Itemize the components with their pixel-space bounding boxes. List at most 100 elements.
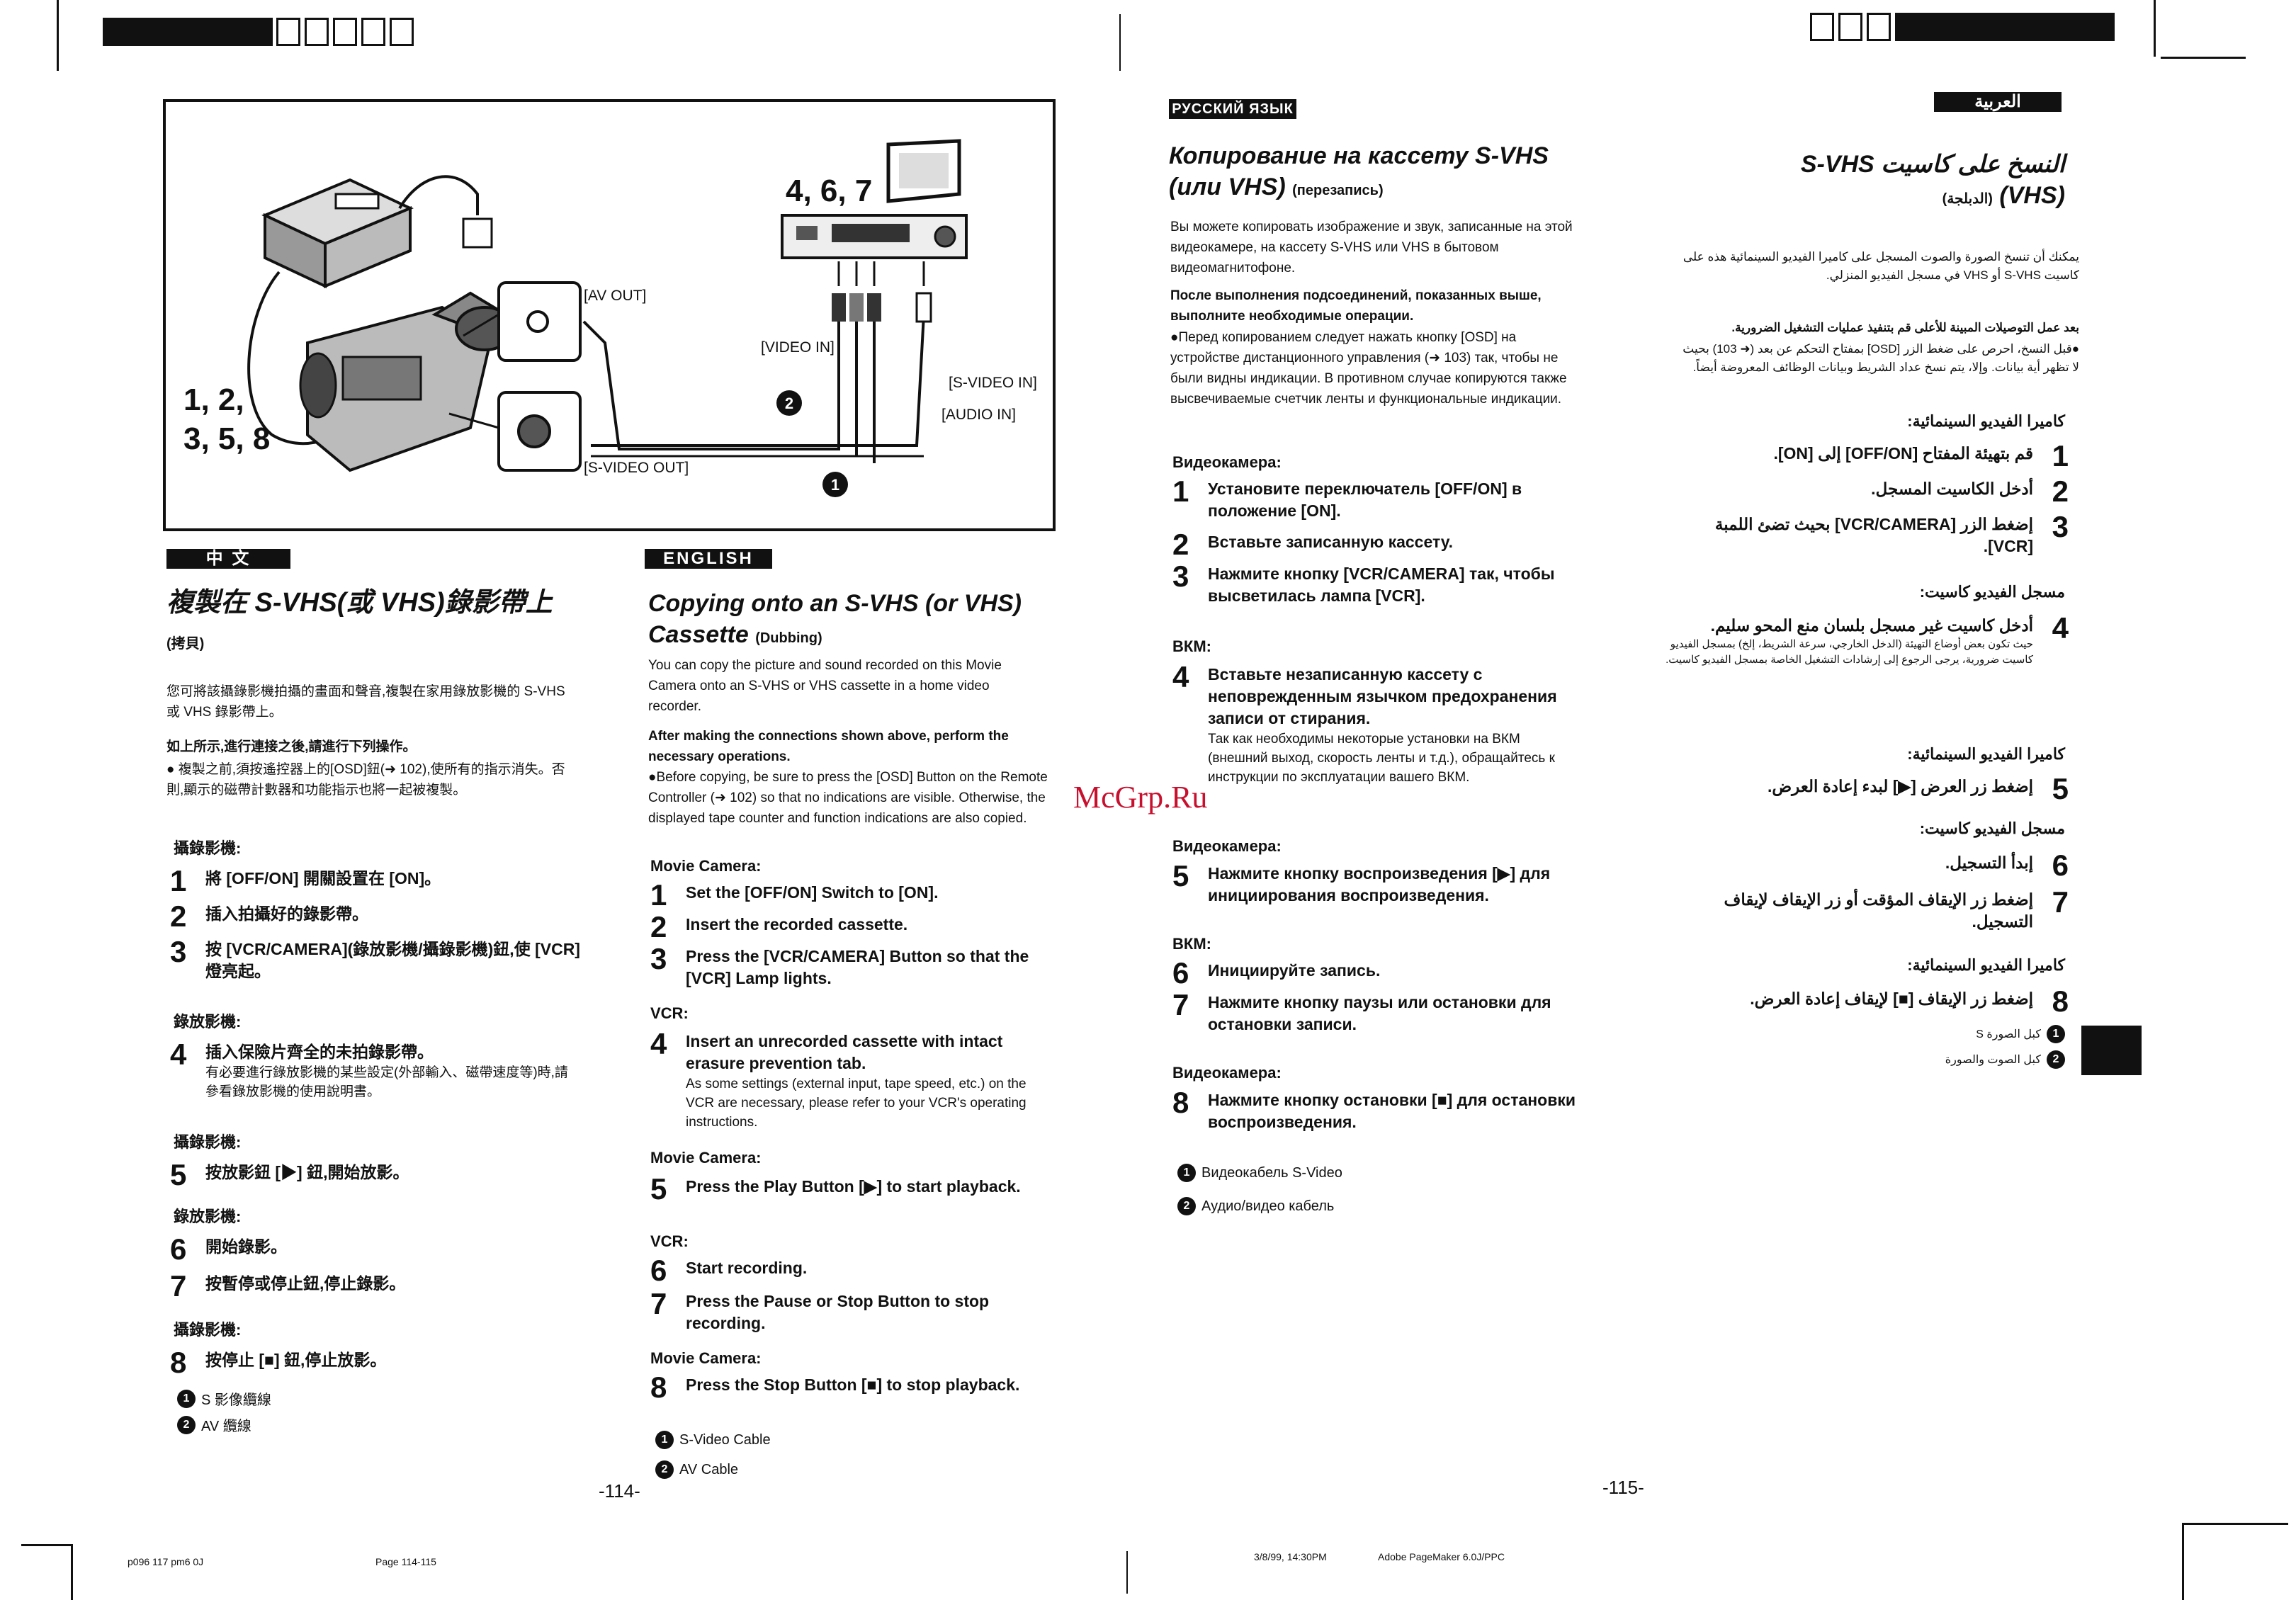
step-text: Инициируйте запись. xyxy=(1208,961,1381,980)
step-note: Так как необходимы некоторые установки н… xyxy=(1208,732,1555,785)
step-text: قم بتهيئة المفتاح [OFF/ON] إلى [ON]. xyxy=(1773,444,2033,463)
crop-mark xyxy=(2154,0,2156,57)
step-text: Вставьте незаписанную кассету с неповреж… xyxy=(1208,665,1557,727)
arabic-title-line-2: (VHS) xyxy=(1999,182,2065,209)
arabic-intro: يمكنك أن تنسخ الصورة والصوت المسجل على ك… xyxy=(1683,250,2079,282)
chinese-section-camera-2: 攝錄影機: xyxy=(174,1133,242,1151)
audio-in-label: [AUDIO IN] xyxy=(941,407,1017,423)
s-video-out-label: [S-VIDEO OUT] xyxy=(584,460,689,476)
step-number: 5 xyxy=(650,1172,667,1205)
footer-timestamp: 3/8/99, 14:30PM xyxy=(1254,1551,1327,1562)
fold-mark xyxy=(1119,14,1121,71)
chinese-language-tag: 中 文 xyxy=(166,549,290,569)
arabic-section-vcr-2: مسجل الفيديو كاسيت: xyxy=(1919,819,2065,837)
russian-bullet: ●Перед копированием следует нажать кнопк… xyxy=(1170,330,1567,407)
english-title-line-1: Copying onto an S-VHS (or VHS) xyxy=(648,590,1022,617)
side-index-tab xyxy=(2081,1026,2142,1075)
legend-text: Видеокабель S-Video xyxy=(1201,1164,1342,1181)
connection-diagram: 2 1 [AV OUT] [VIDEO IN] [S-VIDEO IN] [AU… xyxy=(163,99,1056,531)
chinese-section-camera: 攝錄影機: xyxy=(174,839,242,857)
arabic-legend-2: 2 كبل الصوت والصورة xyxy=(1877,1050,2065,1069)
step-text: Установите переключатель [OFF/ON] в поло… xyxy=(1208,480,1522,520)
number-1-icon: 1 xyxy=(655,1431,674,1449)
arabic-section-camera-2: كاميرا الفيديو السينمائية: xyxy=(1907,745,2065,763)
svg-text:2: 2 xyxy=(785,395,793,412)
fold-mark xyxy=(1126,1551,1128,1594)
russian-section-camera: Видеокамера: xyxy=(1172,453,1282,471)
legend-text: كبل الصورة S xyxy=(1976,1028,2041,1040)
russian-language-tag: РУССКИЙ ЯЗЫК xyxy=(1169,99,1296,119)
step-number: 2 xyxy=(650,910,667,943)
arabic-title: النسخ على كاسيت S-VHS (VHS) (الدبلجة) xyxy=(1651,149,2065,215)
english-section-vcr-2: VCR: xyxy=(650,1232,689,1250)
step-text: أدخل كاسيت غير مسجل بلسان منع المحو سليم… xyxy=(1710,616,2033,635)
russian-section-vcr: ВКМ: xyxy=(1172,637,1211,655)
step-text: Нажмите кнопку воспроизведения [▶] для и… xyxy=(1208,864,1551,904)
english-language-tag: ENGLISH xyxy=(645,549,772,569)
crop-mark xyxy=(21,1544,71,1546)
russian-section-camera-2: Видеокамера: xyxy=(1172,837,1282,855)
cable-2-marker xyxy=(776,390,802,416)
step-text: 按放影鈕 [▶] 鈕,開始放影。 xyxy=(205,1163,409,1181)
step-number: 3 xyxy=(1172,560,1189,593)
russian-prep: После выполнения подсоединений, показанн… xyxy=(1170,288,1542,324)
step-number: 1 xyxy=(170,864,187,897)
legend-text: AV 纜線 xyxy=(201,1419,251,1434)
s-video-in-label: [S-VIDEO IN] xyxy=(949,375,1037,391)
chinese-section-vcr: 錄放影機: xyxy=(174,1013,242,1031)
step-text: 插入拍攝好的錄影帶。 xyxy=(205,904,368,923)
number-2-icon: 2 xyxy=(655,1460,674,1479)
step-text: Press the Stop Button [■] to stop playba… xyxy=(686,1375,1020,1394)
arabic-legend-1: 1 كبل الصورة S xyxy=(1877,1025,2065,1043)
power-plug-icon xyxy=(462,217,493,249)
legend-text: S-Video Cable xyxy=(679,1431,771,1448)
footer-software: Adobe PageMaker 6.0J/PPC xyxy=(1378,1551,1505,1562)
chinese-section-vcr-2: 錄放影機: xyxy=(174,1208,242,1225)
page-number-right: -115- xyxy=(1602,1477,1644,1498)
step-number: 3 xyxy=(170,935,187,968)
english-section-camera-2: Movie Camera: xyxy=(650,1149,762,1167)
number-1-icon: 1 xyxy=(2047,1025,2065,1043)
step-text: إضغط زر العرض [▶] لبدء إعادة العرض. xyxy=(1767,777,2033,795)
english-section-camera: Movie Camera: xyxy=(650,857,762,875)
step-text: Нажмите кнопку паузы или остановки для о… xyxy=(1208,993,1551,1033)
step-text: 按暫停或停止鈕,停止錄影。 xyxy=(205,1274,406,1293)
camera-steps-label-2: 3, 5, 8 xyxy=(183,421,271,456)
crop-mark xyxy=(71,1544,73,1600)
step-text: Press the Pause or Stop Button to stop r… xyxy=(686,1292,990,1332)
step-number: 4 xyxy=(2052,611,2069,645)
step-text: 按 [VCR/CAMERA](錄放影機/攝錄影機)鈕,使 [VCR] 燈亮起。 xyxy=(205,940,580,980)
step-text: 按停止 [■] 鈕,停止放影。 xyxy=(205,1351,387,1369)
diagram-illustration: 2 1 xyxy=(247,139,968,497)
step-text: Start recording. xyxy=(686,1259,808,1277)
arabic-bullet: ●قبل النسخ، احرص على ضغط الزر [OSD] بمفت… xyxy=(1683,342,2079,374)
step-note: As some settings (external input, tape s… xyxy=(686,1077,1027,1130)
chinese-title-small: (拷貝) xyxy=(166,636,205,652)
english-title-line-2: Cassette xyxy=(648,621,749,648)
step-number: 2 xyxy=(1172,528,1189,561)
number-2-icon: 2 xyxy=(2047,1050,2065,1069)
ac-adaptor-illustration xyxy=(261,178,414,289)
legend-text: كبل الصوت والصورة xyxy=(1945,1054,2041,1066)
step-text: 開始錄影。 xyxy=(205,1237,287,1256)
step-number: 4 xyxy=(650,1027,667,1060)
arabic-title-small: (الدبلجة) xyxy=(1942,191,1993,207)
